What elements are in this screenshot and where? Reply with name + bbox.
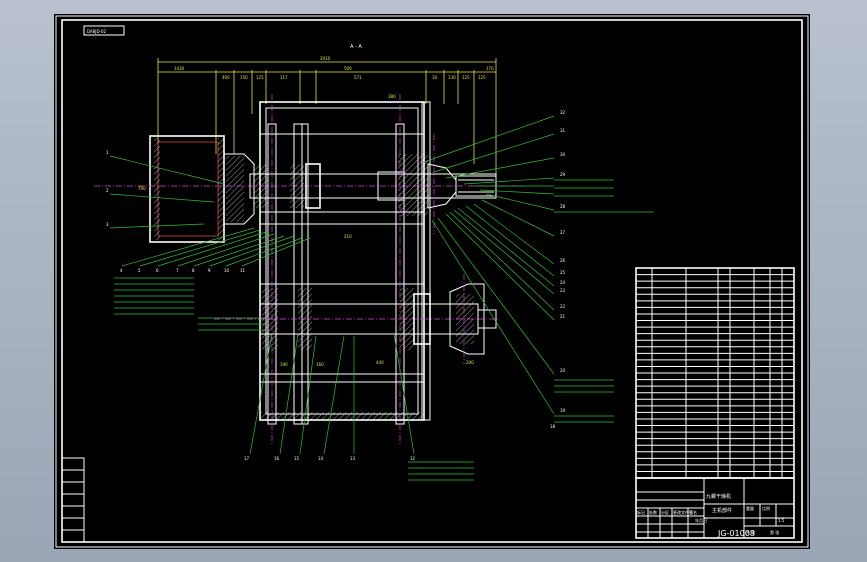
svg-text:22: 22 (560, 304, 566, 309)
svg-text:25: 25 (560, 270, 566, 275)
svg-text:400: 400 (222, 75, 230, 80)
svg-text:10: 10 (224, 268, 230, 273)
assembly-name: 主机部件 (712, 507, 732, 514)
svg-text:11: 11 (240, 268, 246, 273)
top-left-tag: DA8JD-02 (83, 25, 125, 36)
svg-text:年月日: 年月日 (695, 517, 707, 523)
svg-text:190: 190 (280, 362, 288, 367)
svg-text:2010: 2010 (320, 56, 331, 61)
centre-lines (271, 94, 465, 444)
svg-text:2: 2 (106, 188, 109, 193)
upper-shaft (94, 154, 524, 216)
svg-text:29: 29 (560, 172, 566, 177)
svg-text:130: 130 (448, 75, 456, 80)
svg-text:12: 12 (410, 456, 416, 461)
svg-text:标记: 标记 (637, 509, 645, 515)
svg-text:27: 27 (560, 230, 566, 235)
svg-text:125: 125 (478, 75, 486, 80)
svg-text:处数: 处数 (649, 509, 657, 515)
right-callouts: 32 31 30 29 28 27 26 25 24 23 22 21 20 1… (423, 110, 654, 429)
top-dimensions: 2010 1430 500 400 150 125 117 571 10 130… (157, 56, 497, 174)
left-callouts: 1 2 3 4 5 6 7 8 9 10 11 (106, 150, 311, 331)
svg-text:9: 9 (208, 268, 211, 273)
svg-text:30: 30 (560, 152, 566, 157)
lower-shaft (214, 283, 499, 355)
columns (267, 123, 405, 425)
svg-text:32: 32 (560, 110, 566, 115)
svg-text:125: 125 (256, 75, 264, 80)
outer-border (55, 15, 809, 548)
svg-text:16: 16 (274, 456, 280, 461)
svg-text:1:5: 1:5 (778, 518, 785, 523)
svg-text:18: 18 (550, 424, 556, 429)
svg-text:17: 17 (244, 456, 250, 461)
svg-text:125: 125 (462, 75, 470, 80)
svg-text:170: 170 (486, 66, 494, 71)
section-label: A - A (350, 44, 362, 50)
svg-text:1: 1 (106, 150, 109, 155)
machine-name: 九螺干燥机 (706, 493, 731, 500)
svg-text:5: 5 (138, 268, 141, 273)
left-stamp-box (61, 457, 85, 543)
drawing-canvas[interactable]: DA8JD-02 A - A 2010 14 (54, 14, 810, 549)
svg-text:26: 26 (560, 258, 566, 263)
svg-text:15: 15 (294, 456, 300, 461)
svg-text:7: 7 (176, 268, 179, 273)
svg-text:150: 150 (240, 75, 248, 80)
svg-text:6: 6 (156, 268, 159, 273)
svg-text:700: 700 (138, 186, 146, 191)
svg-text:440: 440 (376, 360, 384, 365)
svg-text:分区: 分区 (661, 509, 669, 515)
misc-dimensions: 700 210 190 160 440 200 380 (138, 94, 474, 367)
bottom-callouts: 17 16 15 14 13 12 (244, 333, 474, 481)
svg-text:3: 3 (106, 222, 109, 227)
svg-text:8: 8 (192, 268, 195, 273)
svg-text:380: 380 (388, 94, 396, 99)
svg-text:20: 20 (560, 368, 566, 373)
svg-text:210: 210 (344, 234, 352, 239)
svg-text:23: 23 (560, 288, 566, 293)
svg-text:19: 19 (560, 408, 566, 413)
svg-text:21: 21 (560, 314, 566, 319)
drawing-sheet: DA8JD-02 A - A 2010 14 (54, 14, 810, 549)
drive-motor (149, 135, 255, 243)
svg-text:4: 4 (120, 268, 123, 273)
svg-text:160: 160 (316, 362, 324, 367)
svg-text:重量: 重量 (746, 505, 754, 511)
svg-text:第 张: 第 张 (770, 529, 779, 535)
title-block: 九螺干燥机 主机部件 JG-01008 重量 比例 1:5 共 张 第 张 标记… (635, 477, 795, 539)
svg-text:117: 117 (280, 75, 288, 80)
svg-text:14: 14 (318, 456, 324, 461)
drawing-number: JG-01008 (717, 529, 755, 538)
inner-border (61, 19, 803, 543)
svg-text:13: 13 (350, 456, 356, 461)
svg-text:10: 10 (432, 75, 438, 80)
svg-text:签名: 签名 (689, 509, 697, 515)
svg-text:共 张: 共 张 (746, 529, 755, 535)
svg-text:571: 571 (354, 75, 362, 80)
svg-text:500: 500 (344, 66, 352, 71)
svg-text:28: 28 (560, 204, 566, 209)
svg-text:更改文件号: 更改文件号 (673, 509, 693, 515)
svg-text:DA8JD-02: DA8JD-02 (87, 29, 107, 34)
svg-text:200: 200 (466, 360, 474, 365)
svg-text:31: 31 (560, 128, 566, 133)
machine-housing (259, 101, 431, 421)
svg-text:24: 24 (560, 280, 566, 285)
svg-text:比例: 比例 (762, 505, 770, 511)
svg-text:1430: 1430 (174, 66, 185, 71)
bom-table (635, 267, 795, 479)
